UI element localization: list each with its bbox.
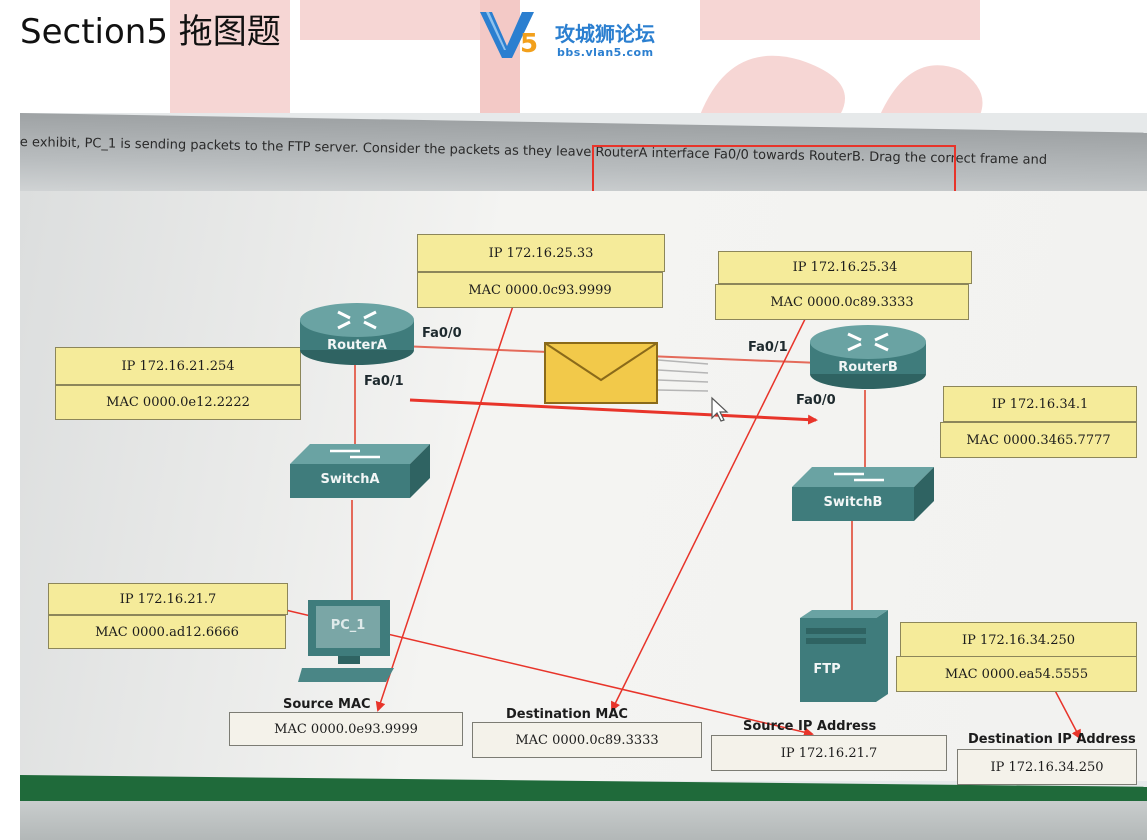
source-mac-drop-target[interactable]: MAC 0000.0e93.9999 <box>229 712 463 746</box>
routerB-fa01-mac-box[interactable]: MAC 0000.0c89.3333 <box>715 284 969 320</box>
routerA-fa00-label: Fa0/0 <box>422 326 462 341</box>
routerB-fa00-label: Fa0/0 <box>796 393 836 408</box>
source-ip-label: Source IP Address <box>743 719 877 734</box>
watermark-background <box>170 0 983 115</box>
arrow-src-mac <box>375 299 516 712</box>
switch-icon <box>792 467 934 521</box>
arrow-flow-direction <box>409 398 818 425</box>
pc-label: PC_1 <box>330 618 366 633</box>
destination-mac-label: Destination MAC <box>506 707 628 722</box>
switchA-label: SwitchA <box>320 472 380 487</box>
vlan5-logo-icon: 5 <box>480 12 538 59</box>
svg-text:5: 5 <box>520 29 538 59</box>
routerA-label: RouterA <box>327 338 387 353</box>
destination-ip-drop-target[interactable]: IP 172.16.34.250 <box>957 749 1137 785</box>
pc-icon <box>298 600 394 682</box>
ftp-mac-box[interactable]: MAC 0000.ea54.5555 <box>896 656 1137 692</box>
source-ip-drop-target[interactable]: IP 172.16.21.7 <box>711 735 947 771</box>
router-icon <box>810 325 926 389</box>
routerA-fa00-ip-box[interactable]: IP 172.16.25.33 <box>417 234 665 272</box>
routerB: RouterB <box>808 322 928 390</box>
routerA: RouterA <box>298 300 416 366</box>
routerA-fa01-ip-box[interactable]: IP 172.16.21.254 <box>55 347 301 385</box>
routerA-fa01-mac-box[interactable]: MAC 0000.0e12.2222 <box>55 385 301 420</box>
packet-envelope-icon <box>544 342 709 404</box>
ftp-ip-box[interactable]: IP 172.16.34.250 <box>900 622 1137 658</box>
switchB-label: SwitchB <box>823 495 883 510</box>
pc-ip-box[interactable]: IP 172.16.21.7 <box>48 583 288 615</box>
routerB-fa00-mac-box[interactable]: MAC 0000.3465.7777 <box>940 422 1137 458</box>
routerA-fa00-mac-box[interactable]: MAC 0000.0c93.9999 <box>417 272 663 308</box>
switchB: SwitchB <box>792 465 936 523</box>
ftp-server: FTP <box>796 608 890 704</box>
routerB-fa00-ip-box[interactable]: IP 172.16.34.1 <box>943 386 1137 422</box>
logo-url: bbs.vlan5.com <box>557 46 654 59</box>
arrow-dst-mac <box>611 304 813 712</box>
switch-icon <box>290 444 430 498</box>
routerB-label: RouterB <box>838 360 898 375</box>
pc: PC_1 <box>298 598 398 684</box>
router-icon <box>300 303 414 365</box>
server-icon <box>800 610 888 702</box>
slide-title: Section5 拖图题 <box>20 12 281 52</box>
source-mac-label: Source MAC <box>283 697 371 712</box>
routerA-fa01-label: Fa0/1 <box>364 374 404 389</box>
logo-text: 攻城狮论坛 <box>555 22 655 46</box>
ftp-label: FTP <box>813 662 841 677</box>
pc-mac-box[interactable]: MAC 0000.ad12.6666 <box>48 615 286 649</box>
destination-mac-drop-target[interactable]: MAC 0000.0c89.3333 <box>472 722 702 758</box>
mouse-cursor-icon <box>711 396 729 422</box>
destination-ip-label: Destination IP Address <box>968 732 1136 747</box>
routerB-fa01-ip-box[interactable]: IP 172.16.25.34 <box>718 251 972 284</box>
bottom-strip <box>20 801 1147 840</box>
switchA: SwitchA <box>290 442 432 500</box>
routerB-fa01-label: Fa0/1 <box>748 340 788 355</box>
